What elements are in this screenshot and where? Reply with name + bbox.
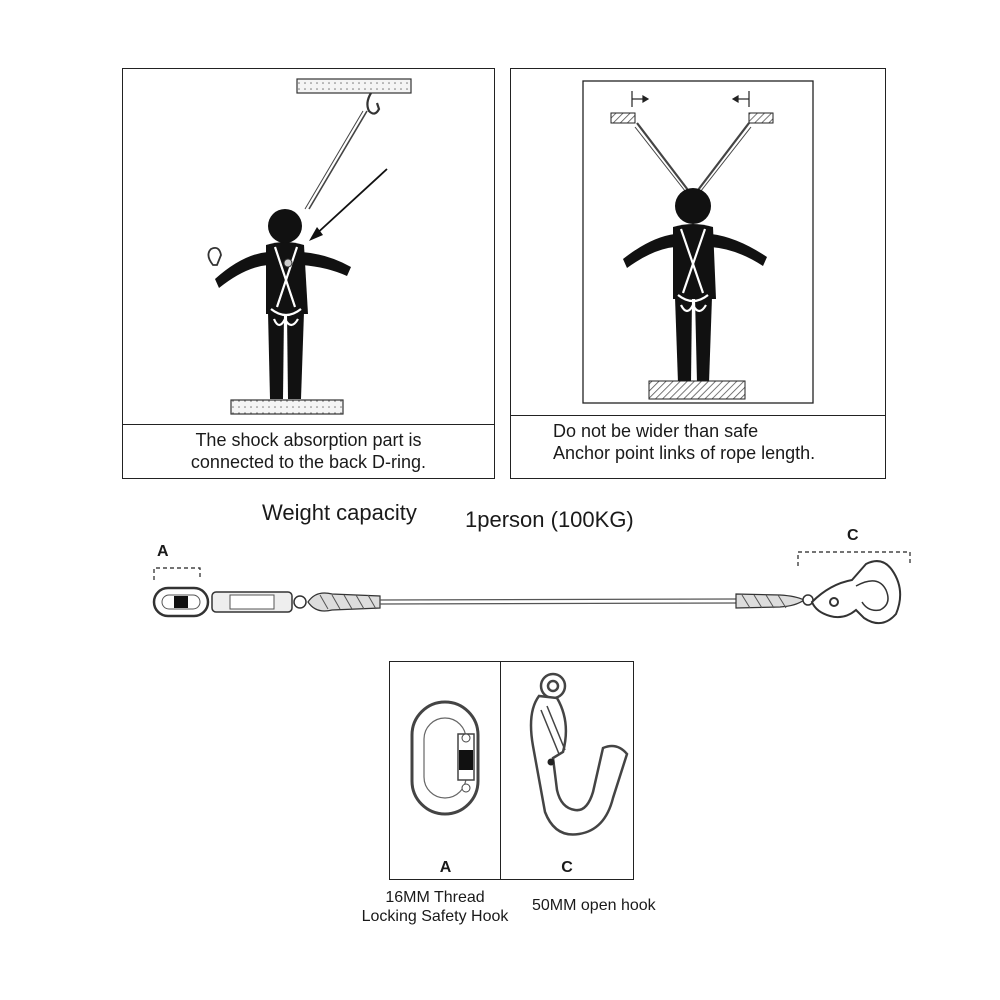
braided-sleeve-left bbox=[307, 592, 381, 612]
right-caption-line-2: Anchor point links of rope length. bbox=[553, 443, 816, 463]
bracket-a bbox=[153, 567, 201, 580]
left-panel-caption: The shock absorption part is connected t… bbox=[123, 424, 494, 478]
shock-absorber bbox=[211, 591, 307, 613]
back-d-ring-illustration bbox=[207, 78, 412, 415]
standing-platform bbox=[648, 380, 746, 400]
detail-carabiner-a: A bbox=[389, 661, 502, 880]
inner-frame bbox=[582, 80, 814, 404]
caption-a-line-2: Locking Safety Hook bbox=[361, 908, 509, 925]
lanyard-hook-c bbox=[810, 560, 902, 625]
left-anchor-block bbox=[610, 112, 636, 124]
width-markers bbox=[631, 91, 750, 107]
caption-carabiner-a: 16MM Thread Locking Safety Hook bbox=[348, 888, 522, 926]
caption-hook-c: 50MM open hook bbox=[532, 897, 656, 914]
worker-figure bbox=[215, 209, 351, 399]
right-anchor-block bbox=[748, 112, 774, 124]
weight-capacity-label: Weight capacity bbox=[262, 500, 417, 525]
bracket-c bbox=[797, 551, 911, 566]
lanyard-carabiner-a bbox=[152, 586, 210, 618]
right-caption-line-1: Do not be wider than safe bbox=[553, 421, 759, 441]
left-caption-line-1: The shock absorption part is bbox=[195, 430, 422, 450]
right-panel-caption: Do not be wider than safe Anchor point l… bbox=[511, 415, 885, 478]
detail-a-letter: A bbox=[439, 859, 452, 876]
weight-capacity-value: 1person (100KG) bbox=[465, 507, 634, 532]
right-illustration-panel: Do not be wider than safe Anchor point l… bbox=[510, 68, 886, 479]
hook-detail-drawing bbox=[529, 672, 629, 836]
left-illustration-panel: The shock absorption part is connected t… bbox=[122, 68, 495, 479]
lanyard-illustration bbox=[152, 551, 911, 625]
wire-rope bbox=[379, 598, 737, 605]
worker-figure-2 bbox=[623, 188, 767, 383]
left-caption-line-2: connected to the back D-ring. bbox=[190, 452, 427, 472]
pointer-arrow bbox=[309, 168, 388, 241]
carabiner-detail-drawing bbox=[410, 700, 480, 816]
harness bbox=[270, 246, 302, 327]
lanyard-label-c: C bbox=[847, 527, 859, 544]
lanyard-label-a: A bbox=[157, 543, 169, 560]
caption-a-line-1: 16MM Thread bbox=[385, 889, 485, 906]
harness-2 bbox=[677, 228, 709, 313]
bottom-platform bbox=[230, 399, 344, 415]
detail-hook-c: C bbox=[500, 661, 634, 880]
detail-c-letter: C bbox=[561, 859, 573, 876]
top-anchor-beam bbox=[296, 78, 412, 94]
anchor-spread-illustration bbox=[582, 80, 814, 404]
braided-sleeve-right bbox=[735, 593, 806, 609]
hand-snap-hook bbox=[207, 246, 222, 266]
anchor-hook bbox=[366, 92, 381, 115]
